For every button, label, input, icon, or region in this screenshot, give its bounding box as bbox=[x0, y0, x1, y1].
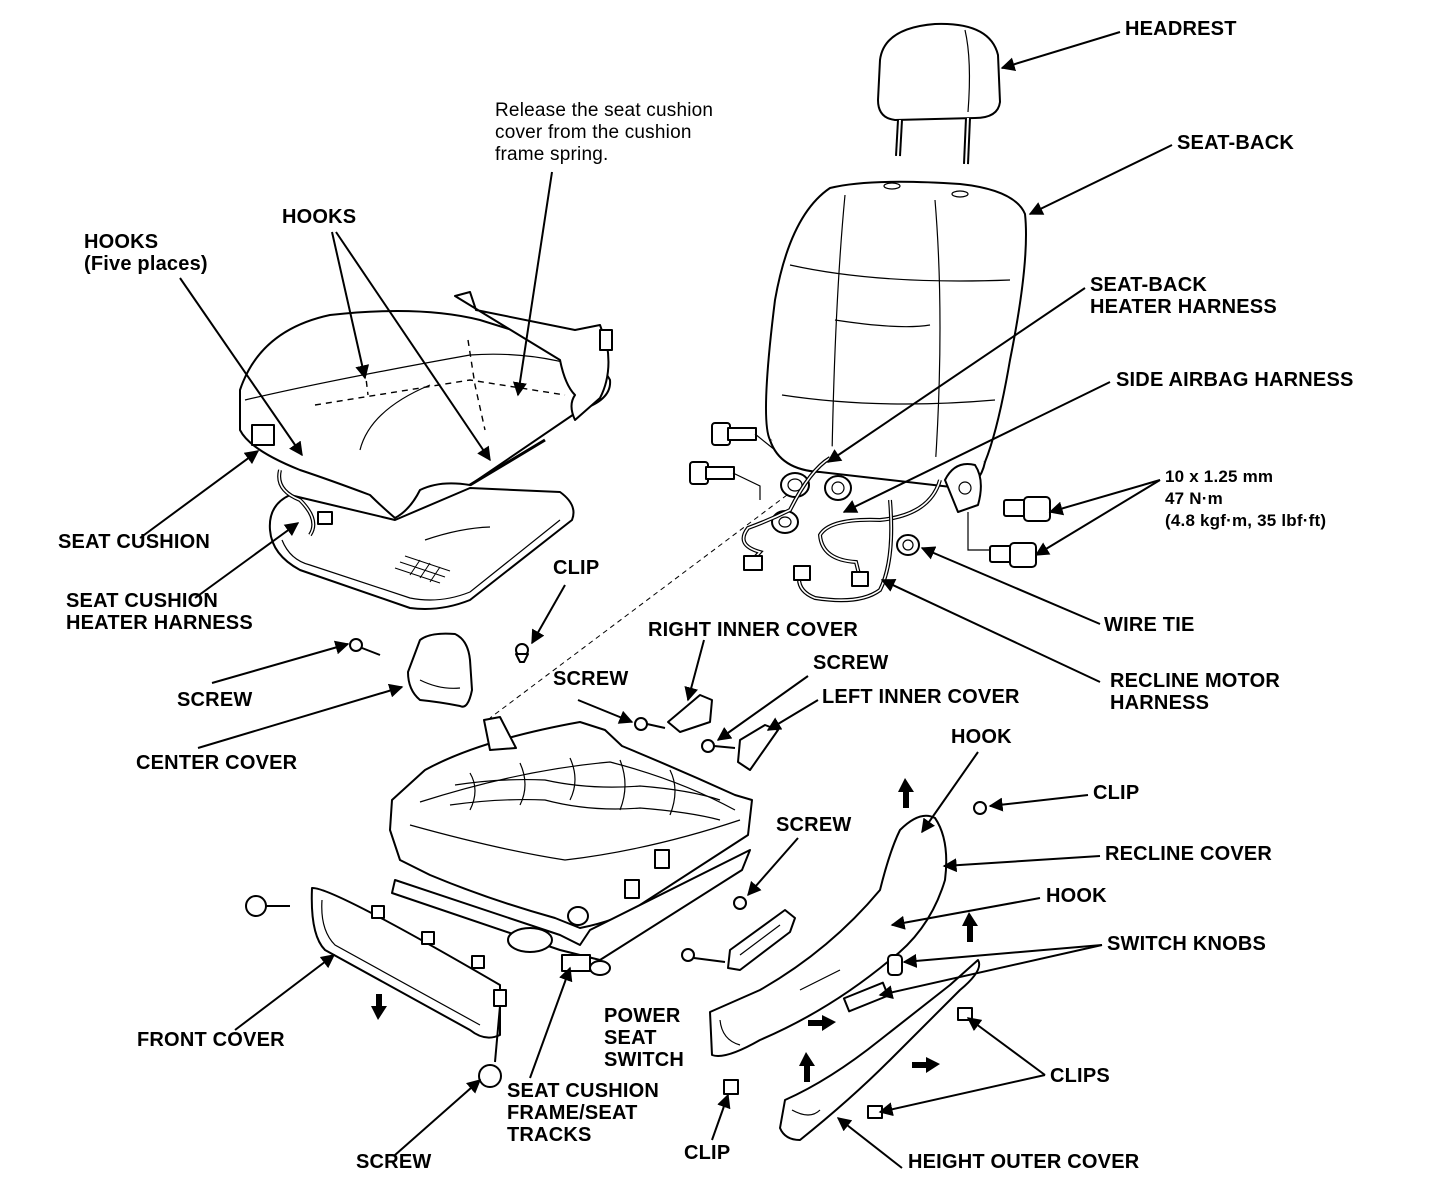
recline-cover-part bbox=[709, 801, 987, 1057]
seat-cushion-part bbox=[239, 291, 613, 519]
label-clips: CLIPS bbox=[1050, 1065, 1110, 1087]
headrest-part bbox=[877, 22, 1001, 165]
label-hooks-top: HOOKS bbox=[282, 206, 357, 228]
label-seat-cushion-frame-seat-tracks: SEAT CUSHION FRAME/SEAT TRACKS bbox=[507, 1080, 660, 1146]
label-recline-motor-harness: RECLINE MOTOR HARNESS bbox=[1110, 670, 1281, 714]
label-left-inner-cover: LEFT INNER COVER bbox=[822, 686, 1020, 708]
label-screw-mid: SCREW bbox=[553, 668, 629, 690]
seat-back-bolts-left bbox=[689, 422, 776, 500]
label-recline-cover: RECLINE COVER bbox=[1105, 843, 1273, 865]
front-cover-part bbox=[245, 886, 507, 1088]
label-wire-tie: WIRE TIE bbox=[1104, 614, 1195, 636]
label-clip-bottom: CLIP bbox=[684, 1142, 731, 1164]
seat-cushion-frame-part bbox=[389, 716, 753, 976]
leader-lines bbox=[139, 31, 1173, 1169]
label-release-note: Release the seat cushion cover from the … bbox=[495, 100, 714, 165]
label-screw-left: SCREW bbox=[177, 689, 253, 711]
label-screw-right: SCREW bbox=[813, 652, 889, 674]
label-hook-lower: HOOK bbox=[1046, 885, 1107, 907]
label-height-outer-cover: HEIGHT OUTER COVER bbox=[908, 1151, 1140, 1173]
seat-back-part bbox=[765, 180, 1027, 489]
seat-back-harness-wires bbox=[741, 456, 942, 603]
label-seat-back-heater-harness: SEAT-BACK HEATER HARNESS bbox=[1090, 274, 1277, 318]
seat-back-bracket-right bbox=[944, 463, 1051, 568]
label-center-cover: CENTER COVER bbox=[136, 752, 298, 774]
label-seat-cushion-heater-harness: SEAT CUSHION HEATER HARNESS bbox=[66, 590, 253, 634]
inner-covers-part bbox=[634, 694, 779, 771]
label-seat-back: SEAT-BACK bbox=[1177, 132, 1294, 154]
label-clip-right: CLIP bbox=[1093, 782, 1140, 804]
label-seat-cushion: SEAT CUSHION bbox=[58, 531, 211, 553]
label-right-inner-cover: RIGHT INNER COVER bbox=[648, 619, 859, 641]
label-switch-knobs: SWITCH KNOBS bbox=[1107, 933, 1267, 955]
label-headrest: HEADREST bbox=[1125, 18, 1237, 40]
center-cover-part bbox=[349, 632, 529, 708]
power-seat-switch-part bbox=[681, 896, 796, 971]
label-side-airbag-harness: SIDE AIRBAG HARNESS bbox=[1116, 369, 1354, 391]
seat-cushion-pad bbox=[268, 469, 575, 610]
label-screw-power: SCREW bbox=[776, 814, 852, 836]
label-power-seat-switch: POWER SEAT SWITCH bbox=[604, 1005, 685, 1071]
label-front-cover: FRONT COVER bbox=[137, 1029, 285, 1051]
label-screw-bottom: SCREW bbox=[356, 1151, 432, 1173]
grommets bbox=[771, 472, 920, 556]
movement-arrows bbox=[371, 778, 978, 1082]
height-outer-cover-part bbox=[723, 959, 981, 1141]
label-hooks-five-places: HOOKS (Five places) bbox=[84, 231, 208, 275]
label-torque-spec: 10 x 1.25 mm 47 N·m (4.8 kgf·m, 35 lbf·f… bbox=[1165, 467, 1327, 530]
label-hook-upper: HOOK bbox=[951, 726, 1012, 748]
label-clip-top: CLIP bbox=[553, 557, 600, 579]
